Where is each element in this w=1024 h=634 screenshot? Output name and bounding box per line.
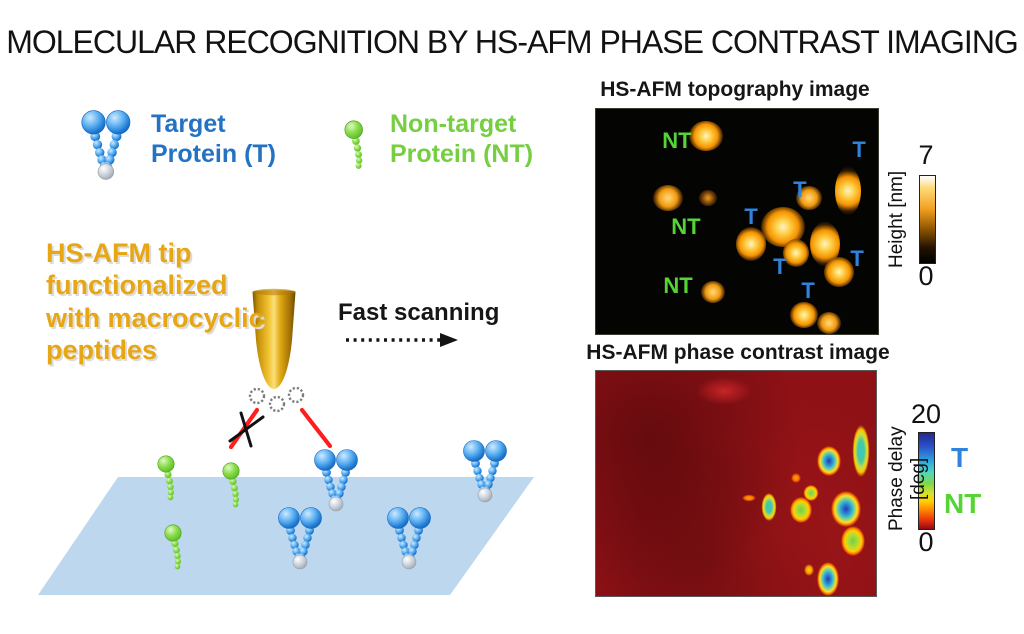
- non-target-protein-label: Non-target Protein (NT): [390, 110, 534, 168]
- afm-blob: [824, 256, 855, 287]
- phase-feature: [841, 526, 866, 557]
- afm-blob: [795, 186, 822, 211]
- afm-blob: [782, 239, 809, 267]
- target-protein-icon: [81, 110, 131, 180]
- phase-colorbar-max: 20: [910, 399, 942, 429]
- afm-blob: [736, 227, 767, 261]
- phase-feature: [790, 473, 801, 484]
- phase-target-side-label: T: [951, 442, 969, 473]
- surface-t-protein: [278, 507, 322, 570]
- phase-feature: [761, 492, 777, 521]
- surface-nt-protein: [157, 455, 175, 501]
- afm-blob: [701, 280, 726, 303]
- phase-feature: [852, 425, 870, 478]
- surface-t-protein: [463, 440, 507, 503]
- non-target-protein-icon: [344, 120, 363, 170]
- figure-title: MOLECULAR RECOGNITION BY HS-AFM PHASE CO…: [6, 24, 1019, 60]
- no-binding-cross-icon: [228, 411, 265, 448]
- phase-colorbar-label: Phase delay [deg]: [886, 426, 929, 532]
- topo-colorbar-max: 7: [918, 140, 934, 170]
- surface-t-protein: [387, 507, 431, 570]
- afm-blob: [816, 311, 841, 334]
- phase-feature: [803, 484, 819, 501]
- topo-label-nt: NT: [663, 273, 693, 299]
- fast-scanning-label: Fast scanning: [338, 299, 500, 326]
- afm-blob: [835, 166, 862, 215]
- afm-blob: [698, 190, 717, 207]
- target-protein-label: Target Protein (T): [151, 110, 276, 168]
- topography-image: NT NT NT T T T T T T: [595, 108, 879, 335]
- topo-label-t: T: [773, 253, 787, 279]
- phase-non-target-side-label: NT: [944, 488, 982, 519]
- surface-t-protein: [314, 449, 358, 512]
- phase-feature: [817, 561, 840, 596]
- topo-colorbar-label: Height [nm]: [886, 170, 907, 268]
- topography-title: HS-AFM topography image: [600, 78, 870, 101]
- phase-colorbar-min: 0: [918, 527, 934, 557]
- no-binding-line: [228, 407, 260, 450]
- topo-label-nt: NT: [671, 213, 701, 239]
- surface-nt-protein: [164, 524, 182, 570]
- phase-title: HS-AFM phase contrast image: [586, 341, 890, 364]
- topo-label-t: T: [744, 204, 758, 229]
- topo-label-t: T: [801, 278, 815, 304]
- phase-colorbar: [918, 432, 935, 530]
- afm-blob: [790, 302, 819, 329]
- surface-nt-protein: [222, 462, 240, 508]
- topo-label-nt: NT: [662, 127, 692, 153]
- phase-contrast-image: [595, 370, 877, 597]
- topo-label-t: T: [793, 177, 807, 202]
- afm-blob: [652, 185, 683, 212]
- afm-blob: [688, 121, 723, 151]
- topo-label-t: T: [852, 136, 866, 162]
- phase-feature: [831, 490, 862, 527]
- binding-line: [299, 407, 333, 449]
- phase-feature: [789, 497, 812, 524]
- phase-feature: [695, 377, 752, 406]
- phase-feature: [816, 446, 841, 476]
- phase-feature: [804, 563, 815, 576]
- substrate-plane: [38, 477, 534, 595]
- macrocyclic-peptide-rings: [248, 386, 305, 413]
- topo-colorbar-min: 0: [918, 261, 934, 291]
- topo-colorbar: [919, 175, 936, 264]
- fast-scanning-arrow-icon: [346, 333, 458, 347]
- topo-label-t: T: [850, 246, 864, 272]
- tip-caption: HS-AFM tip functionalized with macrocycl…: [46, 238, 264, 366]
- phase-feature: [741, 494, 756, 502]
